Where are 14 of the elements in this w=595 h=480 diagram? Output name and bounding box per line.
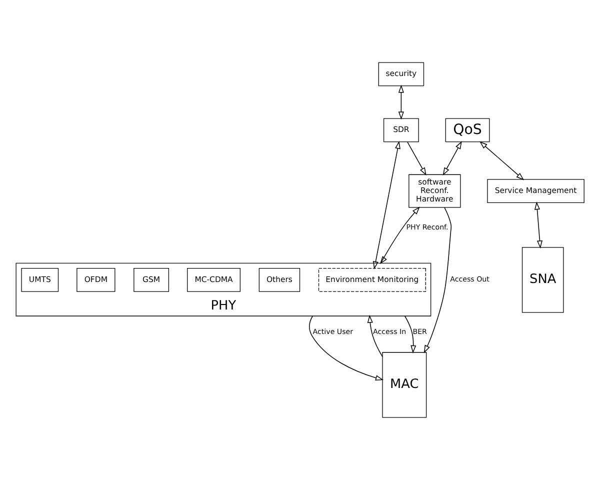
- arrow: [309, 316, 384, 381]
- arrow: [534, 202, 543, 249]
- arrow: [442, 141, 462, 176]
- node-box: SNA: [522, 247, 564, 313]
- arrow: [404, 316, 416, 354]
- arrow: [367, 314, 383, 358]
- node-box: QoS: [445, 118, 490, 142]
- arrow: [424, 207, 452, 354]
- arrow: [372, 140, 400, 270]
- arrow: [398, 84, 404, 120]
- arrow: [479, 141, 524, 180]
- arrow: [407, 142, 426, 176]
- arrow: [380, 206, 420, 264]
- node-box: MAC: [382, 352, 427, 418]
